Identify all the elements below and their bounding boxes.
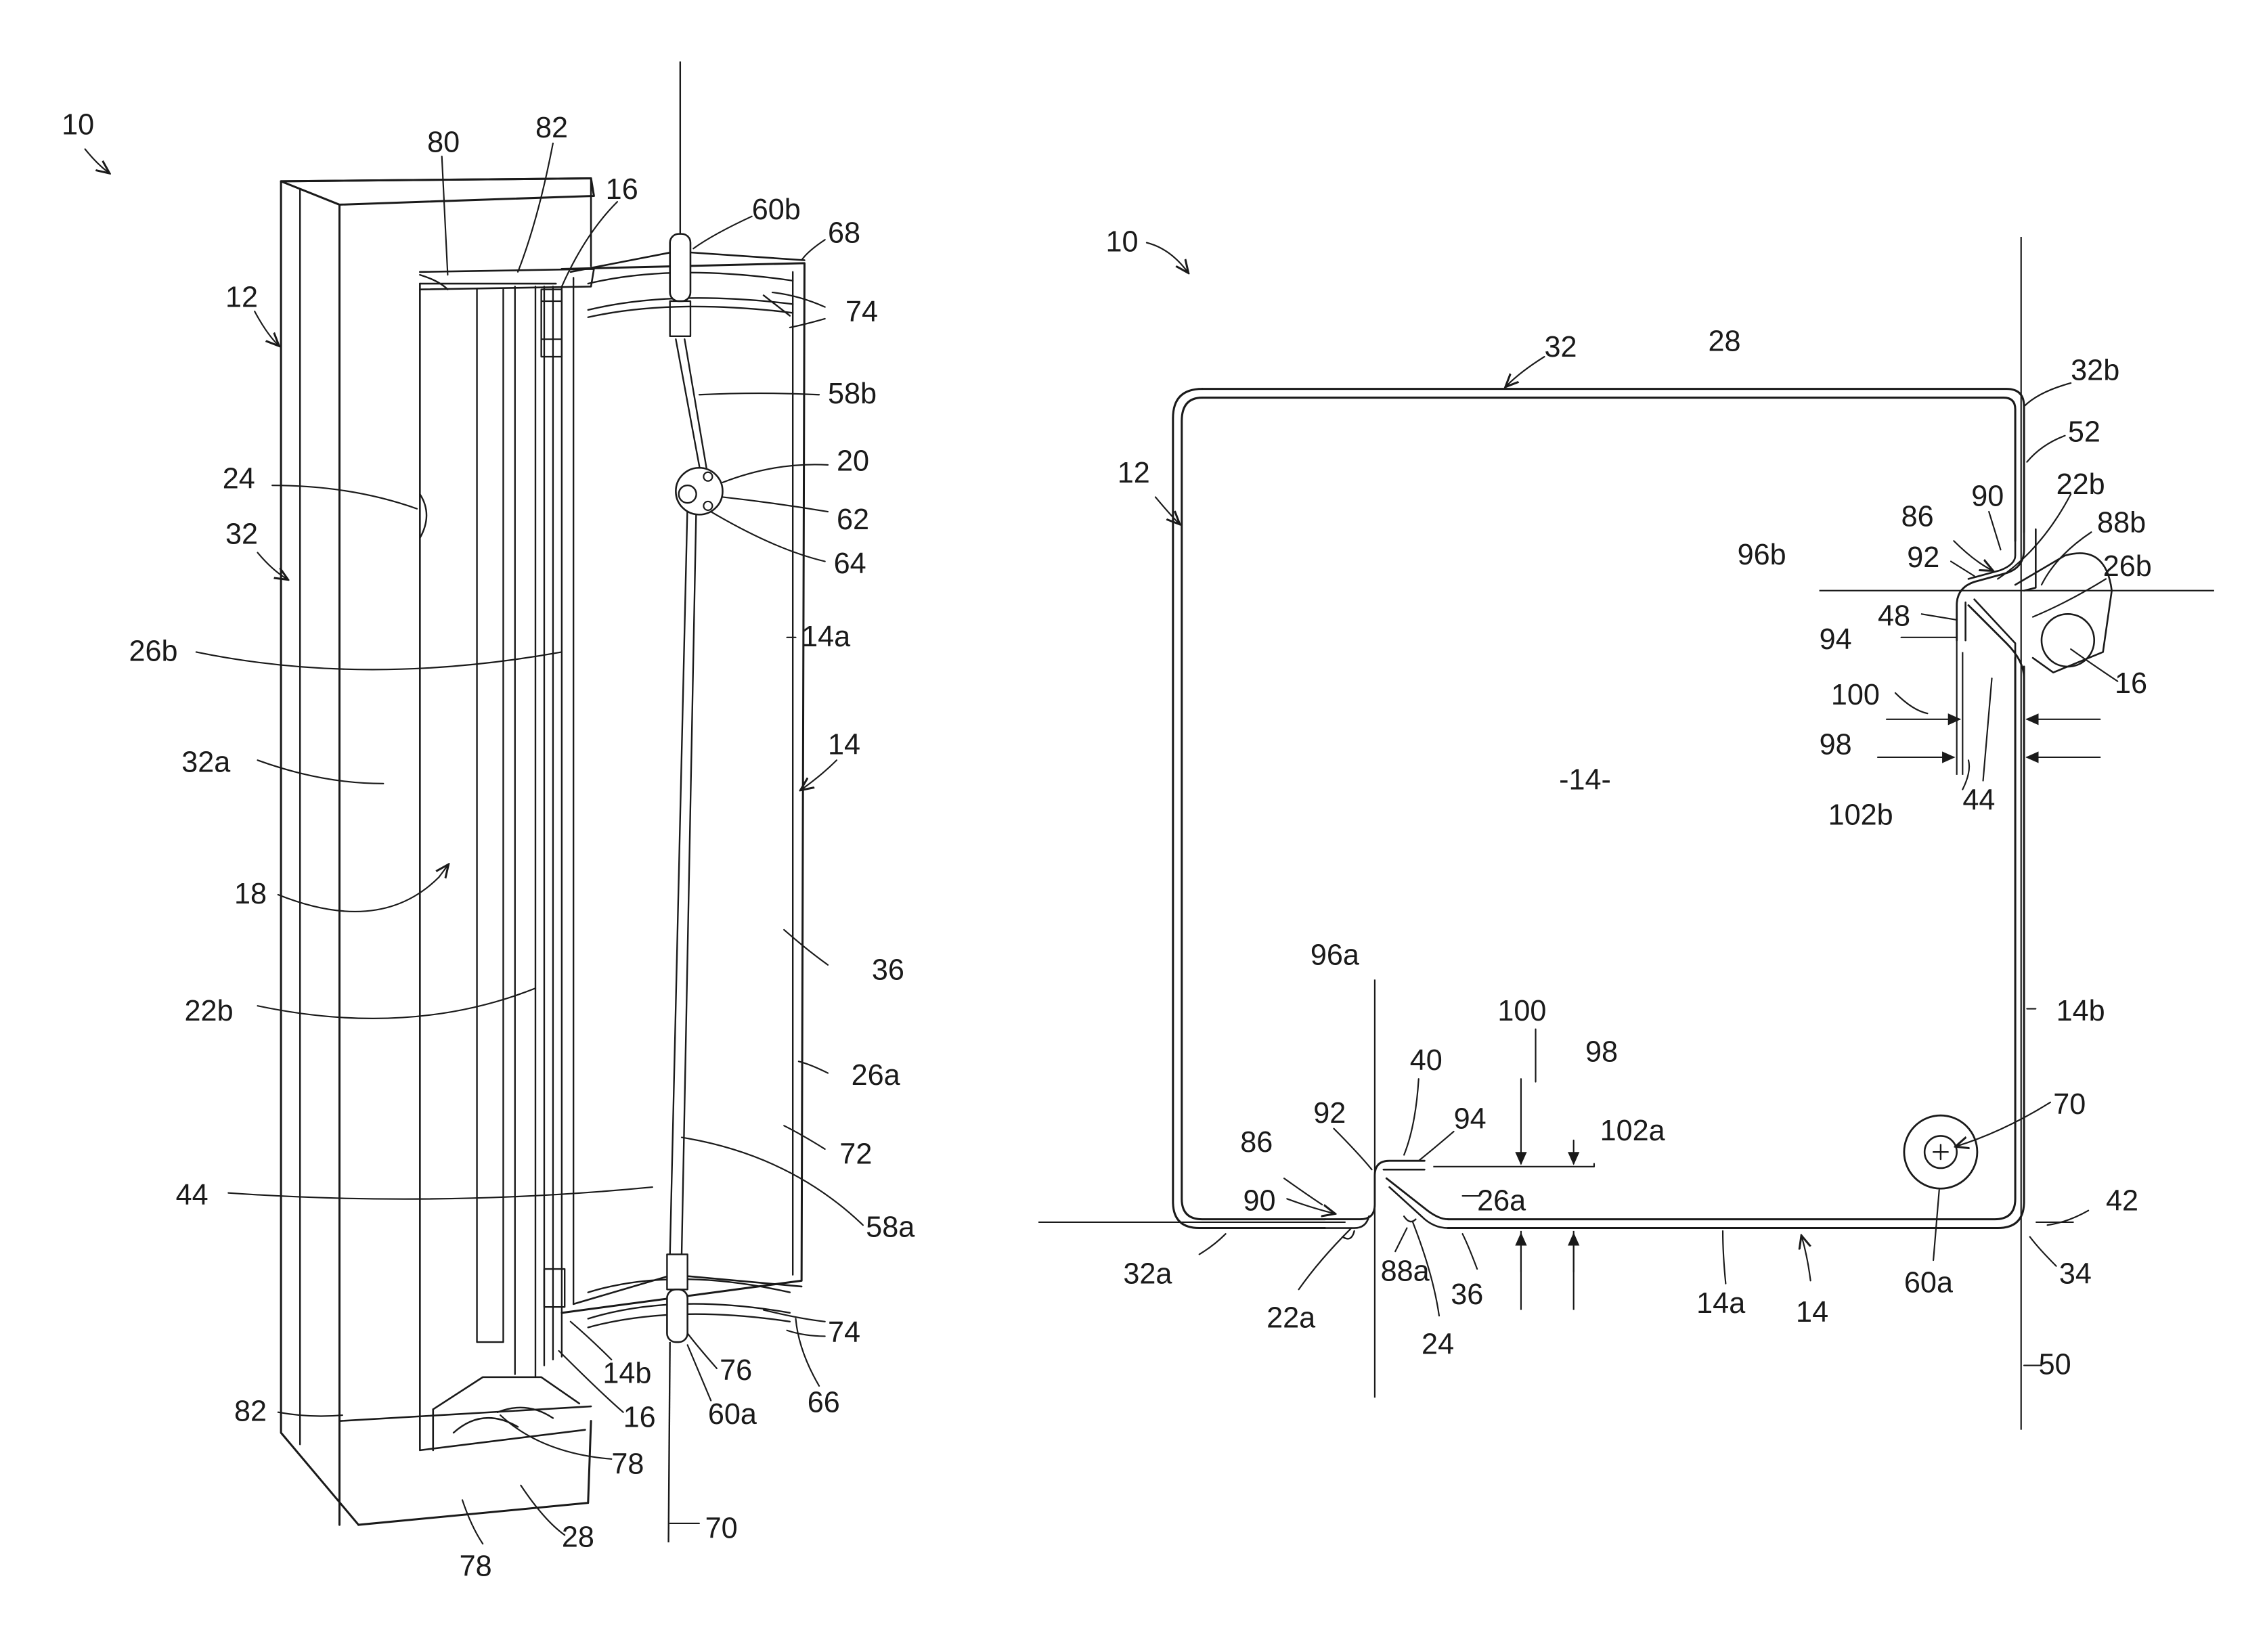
ref-22a: 22a: [1267, 1301, 1316, 1334]
ref-92-bottom: 92: [1313, 1097, 1346, 1130]
ref-14b: 14b: [602, 1358, 651, 1390]
ref-24: 24: [223, 462, 255, 495]
ref-94: 94: [1820, 623, 1852, 656]
ref-14a: 14a: [1696, 1287, 1746, 1320]
ref-82-bottom: 82: [234, 1396, 267, 1428]
ref-14b: 14b: [2056, 995, 2105, 1027]
ref-98: 98: [1820, 729, 1852, 761]
ref-88b: 88b: [2097, 506, 2146, 539]
top-view-figure: 10 32 28 32b 52 12 90 22b 86 88b 96b 92 …: [1038, 226, 2214, 1430]
ref-14-center: -14-: [1559, 763, 1611, 796]
ref-60b: 60b: [752, 194, 801, 226]
perspective-leaders: [85, 143, 863, 1544]
ref-68: 68: [828, 217, 860, 250]
ref-32: 32: [225, 518, 258, 551]
ref-28: 28: [1708, 325, 1740, 357]
ref-12: 12: [225, 282, 258, 314]
ref-26a: 26a: [1477, 1185, 1526, 1218]
ref-10: 10: [1105, 226, 1138, 259]
reference-lines: [1038, 237, 2214, 1430]
ref-36: 36: [872, 954, 904, 986]
ref-44: 44: [1962, 784, 1995, 817]
ref-58b: 58b: [828, 378, 877, 410]
ref-18: 18: [234, 878, 267, 910]
ref-86-bottom: 86: [1240, 1126, 1273, 1159]
ref-66: 66: [808, 1387, 840, 1419]
ref-16-bottom: 16: [623, 1401, 656, 1433]
ref-32: 32: [1545, 331, 1577, 363]
ref-22b: 22b: [185, 995, 234, 1027]
ref-70: 70: [2053, 1088, 2086, 1121]
ref-78-bottom: 78: [460, 1550, 492, 1583]
ref-80: 80: [427, 127, 460, 159]
ref-32b: 32b: [2071, 355, 2119, 387]
ref-90-bottom: 90: [1243, 1185, 1276, 1218]
ref-44: 44: [176, 1179, 208, 1211]
door-14: [562, 234, 805, 1342]
ref-92: 92: [1907, 541, 1939, 574]
ref-60a: 60a: [1904, 1267, 1954, 1299]
perspective-view-figure: 10 80 82 16 60b 68 12 74 58b 24 20 32 62…: [62, 62, 915, 1583]
ref-20: 20: [837, 445, 869, 478]
ref-24: 24: [1422, 1328, 1454, 1360]
ref-26b: 26b: [129, 635, 177, 667]
ref-78-mid: 78: [611, 1448, 644, 1480]
ref-28: 28: [562, 1521, 594, 1553]
ref-86: 86: [1901, 501, 1934, 533]
ref-16: 16: [2115, 667, 2147, 700]
dimension-arrows: [1521, 719, 2100, 1272]
ref-58a: 58a: [866, 1211, 915, 1244]
ref-96a: 96a: [1311, 939, 1360, 972]
ref-60a: 60a: [708, 1398, 757, 1431]
ref-88a: 88a: [1381, 1255, 1430, 1287]
ref-12: 12: [1118, 457, 1150, 489]
ref-62: 62: [837, 504, 869, 536]
ref-42: 42: [2106, 1185, 2138, 1218]
ref-14: 14: [828, 729, 860, 761]
ref-98-bottom: 98: [1585, 1035, 1618, 1068]
top-view-labels: 10 32 28 32b 52 12 90 22b 86 88b 96b 92 …: [1105, 226, 2151, 1381]
ref-10: 10: [62, 109, 94, 141]
ref-26a: 26a: [852, 1059, 901, 1092]
ref-26b: 26b: [2103, 550, 2152, 583]
ref-40: 40: [1410, 1044, 1443, 1077]
ref-52: 52: [2068, 416, 2100, 448]
ref-14a: 14a: [801, 621, 851, 653]
ref-100-bottom: 100: [1497, 995, 1546, 1027]
ref-76: 76: [720, 1354, 752, 1387]
ref-64: 64: [834, 548, 866, 580]
ref-16: 16: [606, 173, 638, 206]
ref-34: 34: [2059, 1258, 2092, 1291]
ref-82: 82: [535, 112, 568, 144]
ref-90: 90: [1971, 480, 2004, 512]
ref-74-top: 74: [845, 296, 878, 328]
ref-36: 36: [1451, 1278, 1483, 1311]
ref-96b: 96b: [1738, 539, 1786, 571]
ref-14: 14: [1796, 1296, 1828, 1329]
ref-50: 50: [2039, 1349, 2071, 1381]
ref-70: 70: [705, 1513, 738, 1545]
ref-48: 48: [1878, 600, 1910, 633]
ref-74-bottom: 74: [828, 1316, 860, 1349]
ref-32a: 32a: [1123, 1258, 1172, 1291]
ref-102a: 102a: [1600, 1115, 1666, 1147]
ref-94-bottom: 94: [1454, 1103, 1487, 1136]
housing-12: [281, 179, 594, 1525]
ref-100: 100: [1831, 679, 1880, 711]
perspective-labels: 10 80 82 16 60b 68 12 74 58b 24 20 32 62…: [62, 109, 915, 1583]
ref-22b: 22b: [2056, 468, 2105, 501]
ref-102b: 102b: [1828, 799, 1893, 831]
ref-72: 72: [839, 1138, 872, 1171]
ref-32a: 32a: [181, 746, 231, 779]
